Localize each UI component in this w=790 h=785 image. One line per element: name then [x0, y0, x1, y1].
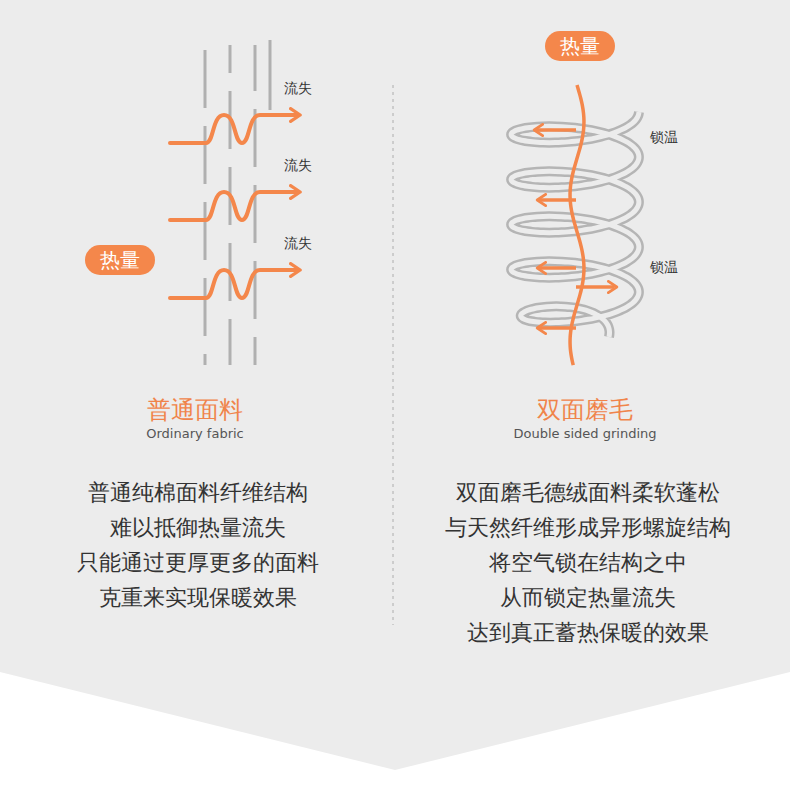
pill-text: 热量: [560, 36, 600, 56]
fiber-line: [269, 40, 272, 110]
loss-label: 流失: [284, 80, 312, 97]
heat-pill: 热量: [85, 245, 155, 275]
body-text: 难以抵御热量流失: [110, 515, 286, 541]
heat-line: [570, 85, 584, 365]
heat-lock-arrow: [540, 326, 576, 330]
body-text: 普通纯棉面料纤维结构: [88, 480, 308, 506]
body-text: 与天然纤维形成异形螺旋结构: [445, 515, 731, 541]
heat-pill: 热量: [545, 31, 615, 61]
heat-flow-arrows: [170, 115, 297, 298]
heat-loss-arrow: [170, 192, 297, 220]
heat-lock-arrows: [537, 85, 614, 365]
fiber-line: [254, 45, 257, 365]
lock-label: 锁温: [650, 259, 678, 276]
heat-lock-arrow: [540, 198, 576, 202]
subheading: Ordinary fabric: [146, 426, 244, 442]
divider: [392, 85, 393, 625]
fiber-line: [204, 50, 207, 365]
loss-label: 流失: [284, 235, 312, 252]
body-text: 将空气锁在结构之中: [489, 550, 687, 576]
heat-lock-arrow: [540, 266, 576, 270]
heading: 双面磨毛: [537, 396, 633, 425]
body-text: 克重来实现保暖效果: [99, 585, 297, 611]
heat-loss-arrow: [170, 270, 297, 298]
body-text: 双面磨毛德绒面料柔软蓬松: [456, 480, 720, 506]
heat-lock-arrow: [576, 285, 614, 289]
heading: 普通面料: [147, 396, 243, 425]
heat-loss-arrow: [170, 115, 297, 143]
body-text: 只能通过更厚更多的面料: [77, 550, 319, 576]
pill-text: 热量: [100, 250, 140, 270]
lock-label: 锁温: [650, 129, 678, 146]
body-text: 达到真正蓄热保暖的效果: [467, 620, 709, 646]
loss-label: 流失: [284, 157, 312, 174]
body-text: 从而锁定热量流失: [500, 585, 676, 611]
subheading: Double sided grinding: [513, 426, 656, 442]
heat-lock-arrow: [537, 128, 576, 132]
fiber-line: [229, 45, 232, 365]
